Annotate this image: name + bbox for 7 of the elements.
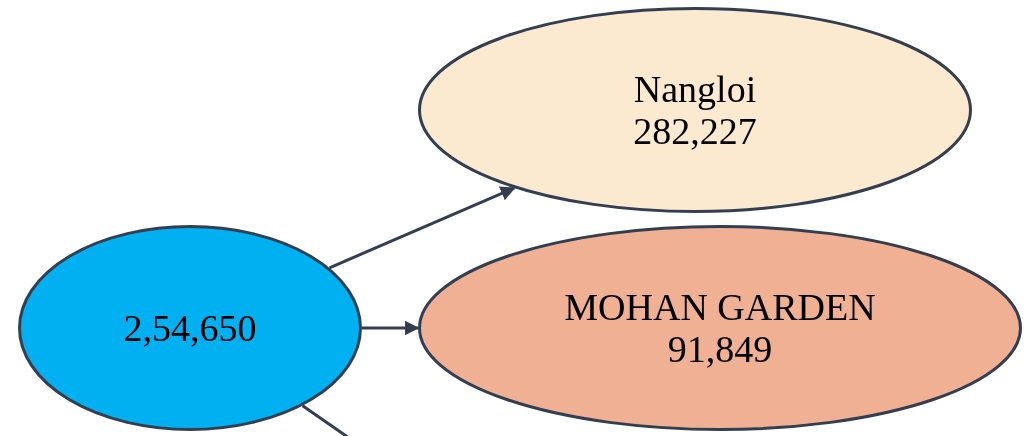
- node-label: 2,54,650: [123, 307, 257, 349]
- node-label: MOHAN GARDEN: [564, 286, 876, 328]
- node-value: 282,227: [633, 110, 757, 152]
- arrow: [328, 186, 516, 270]
- node-label: Nangloi: [633, 68, 757, 110]
- arrow: [362, 320, 420, 336]
- node-value: 91,849: [667, 328, 773, 370]
